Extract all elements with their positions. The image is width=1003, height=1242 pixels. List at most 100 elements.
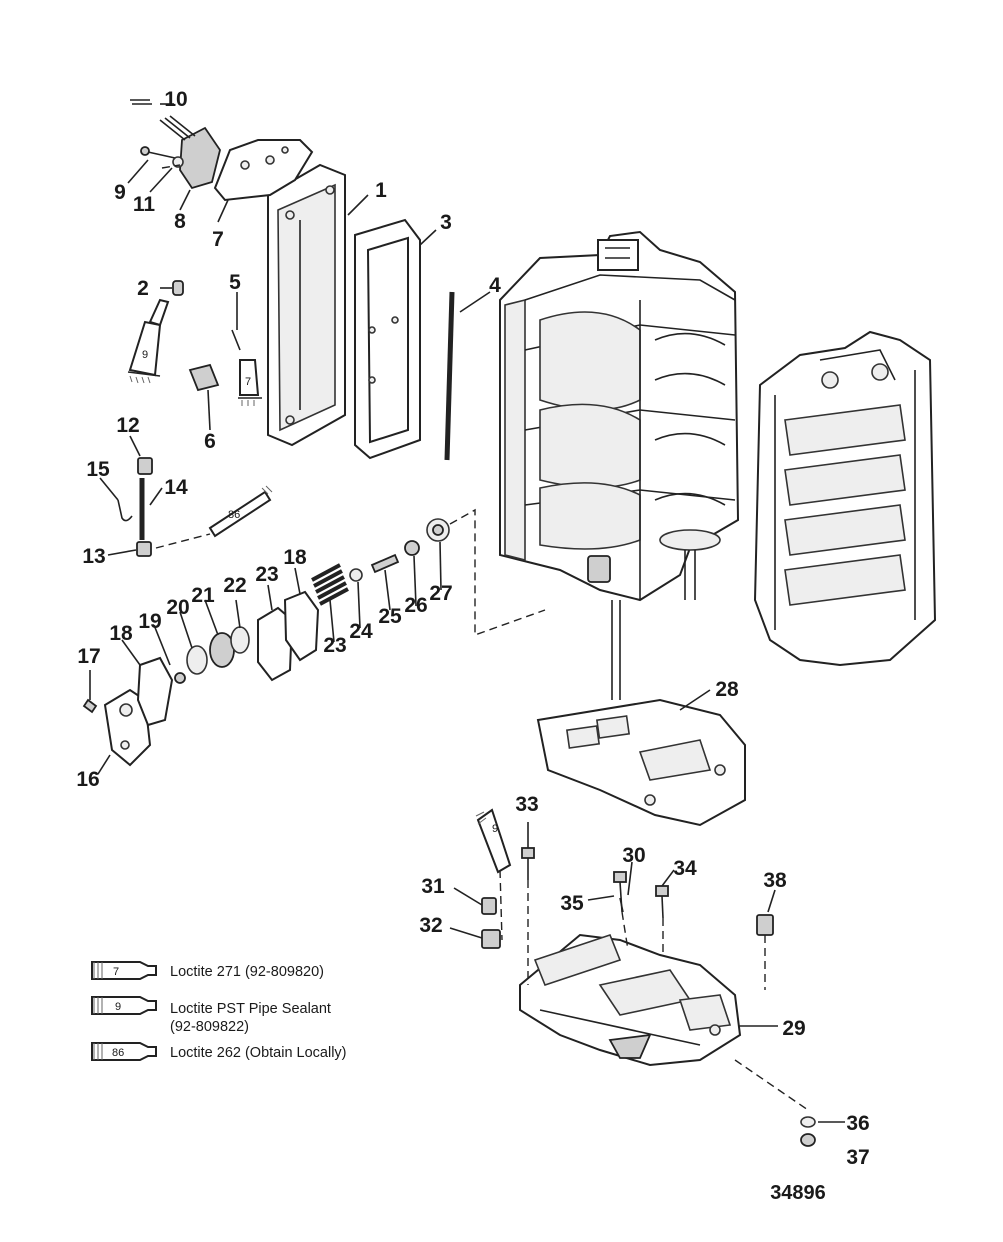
callout-5: 5 xyxy=(229,271,241,294)
part-10 xyxy=(130,99,152,105)
callout-34: 33 xyxy=(515,793,538,816)
part-9-screw xyxy=(140,146,176,159)
part-20 xyxy=(174,672,186,684)
pump-cover-16 xyxy=(103,688,152,767)
crankcase-cover xyxy=(753,330,937,667)
callout-29: 28 xyxy=(715,678,739,701)
callout-25: 24 xyxy=(349,620,373,643)
callout-28: 27 xyxy=(429,582,452,605)
part-15-clip xyxy=(117,499,133,522)
callout-18-right: 18 xyxy=(283,546,307,569)
callout-11: 11 xyxy=(133,193,156,216)
tube-marker: 86 xyxy=(228,509,240,521)
part-37-washer xyxy=(800,1116,816,1128)
callout-4: 4 xyxy=(489,274,501,297)
callout-8: 8 xyxy=(174,210,186,233)
callout-2: 2 xyxy=(137,277,149,300)
part-23-plate xyxy=(257,606,294,682)
legend-row-pst: 9 Loctite PST Pipe Sealant (92-809822) xyxy=(91,996,331,1035)
callout-24: 23 xyxy=(323,634,346,657)
dashed-alignment-lines xyxy=(155,164,809,1111)
callout-21: 21 xyxy=(191,584,215,607)
part-12-fitting xyxy=(137,457,153,475)
part-25-washer xyxy=(349,568,363,582)
callout-12: 12 xyxy=(116,414,139,437)
callout-13: 13 xyxy=(82,545,105,568)
callout-36: 35 xyxy=(560,892,584,915)
part-4-hose xyxy=(444,291,455,461)
tube-marker: 9 xyxy=(492,823,498,835)
legend-tube-label: 86 xyxy=(112,1047,124,1059)
legend-text: Loctite 262 (Obtain Locally) xyxy=(170,1045,347,1061)
callout-7: 7 xyxy=(212,228,224,251)
callout-15: 15 xyxy=(86,458,110,481)
part-36-bolt xyxy=(613,871,627,913)
tube-marker: 7 xyxy=(245,376,251,388)
legend-text: Loctite 271 (92-809820) xyxy=(170,964,324,980)
callout-6: 6 xyxy=(204,430,216,453)
part-33 xyxy=(481,929,501,949)
legend-tube-label: 7 xyxy=(113,966,119,978)
callout-labels: 10 9 11 8 7 1 3 2 5 4 6 12 15 14 13 18 2… xyxy=(76,88,869,1169)
legend-row-262: 86 Loctite 262 (Obtain Locally) xyxy=(91,1042,347,1061)
legend-tube-label: 9 xyxy=(115,1001,121,1013)
callout-9: 9 xyxy=(114,181,126,204)
callout-32: 31 xyxy=(421,875,445,898)
callout-31: 30 xyxy=(622,844,645,867)
part-34-bolt xyxy=(521,847,535,880)
callout-30: 29 xyxy=(782,1017,805,1040)
callout-35: 34 xyxy=(673,857,697,880)
callout-37: 36 xyxy=(846,1112,869,1135)
sealant-tube-9a: 9 xyxy=(127,298,170,384)
part-39 xyxy=(756,914,774,936)
cover-plate-1 xyxy=(267,163,346,447)
part-11-washer xyxy=(172,156,184,168)
callout-22: 22 xyxy=(223,574,246,597)
part-24-spring xyxy=(311,563,349,606)
gasket-3 xyxy=(354,218,421,460)
part-26-valve xyxy=(370,553,400,574)
legend-text-part-number: (92-809822) xyxy=(170,1019,249,1035)
gasket-18b xyxy=(283,590,320,662)
part-5-screw xyxy=(231,329,241,351)
gasket-7 xyxy=(213,139,314,202)
gasket-18a xyxy=(136,656,174,727)
adapter-plate-30 xyxy=(519,933,742,1067)
part-38-nut xyxy=(800,1133,816,1147)
part-17-screw xyxy=(82,698,98,714)
part-35-bolt xyxy=(655,885,669,919)
callout-10: 10 xyxy=(164,88,187,111)
callout-23: 23 xyxy=(255,563,278,586)
part-13-fitting xyxy=(136,541,152,557)
sealant-tube-86: 86 xyxy=(208,485,273,538)
tube-marker: 9 xyxy=(142,349,148,361)
callout-26: 25 xyxy=(378,605,402,628)
figure-id: 34896 xyxy=(770,1182,826,1204)
callout-3: 3 xyxy=(440,211,452,234)
sealant-legend: 7 Loctite 271 (92-809820) 9 Loctite PST … xyxy=(91,961,347,1061)
callout-17: 17 xyxy=(77,645,100,668)
leader-lines xyxy=(89,103,845,1123)
part-32 xyxy=(481,897,497,915)
part-19-disc xyxy=(186,645,208,675)
callout-1: 1 xyxy=(375,179,387,202)
callout-14: 14 xyxy=(164,476,188,499)
callout-20: 20 xyxy=(166,596,189,619)
callout-33: 32 xyxy=(419,914,442,937)
legend-text: Loctite PST Pipe Sealant xyxy=(170,1001,331,1017)
callout-18-left: 18 xyxy=(109,622,133,645)
part-2 xyxy=(172,280,184,296)
part-22-disc xyxy=(230,626,250,654)
callout-19: 19 xyxy=(138,610,161,633)
part-27-seal xyxy=(404,540,420,556)
callout-38: 37 xyxy=(846,1146,869,1169)
legend-row-271: 7 Loctite 271 (92-809820) xyxy=(91,961,324,980)
cylinder-block xyxy=(499,230,740,700)
part-8-sender xyxy=(159,115,221,190)
part-28-center xyxy=(432,524,444,536)
callout-39: 38 xyxy=(763,869,787,892)
sealant-tube-9b: 9 xyxy=(475,808,512,874)
callout-27: 26 xyxy=(404,594,427,617)
part-6-clip xyxy=(188,363,220,392)
